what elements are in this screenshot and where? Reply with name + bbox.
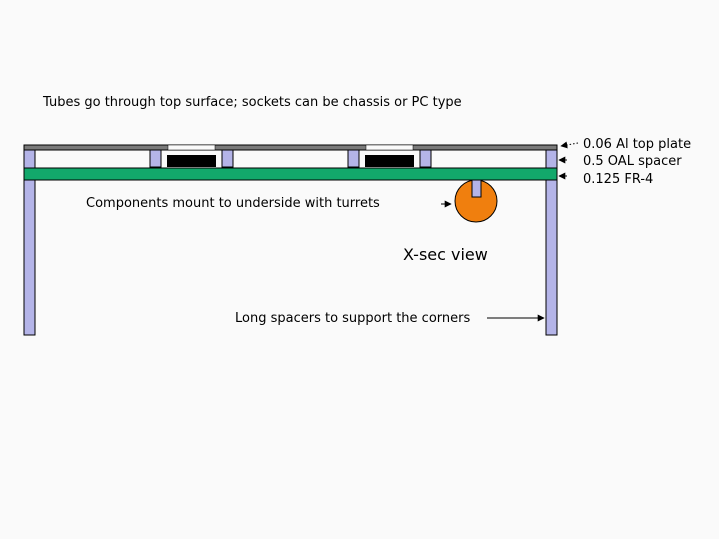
- socket-left: [167, 155, 216, 167]
- label-top-plate: 0.06 Al top plate: [583, 137, 691, 152]
- spacer-short-2: [221, 149, 234, 168]
- spacer-short-3: [347, 149, 360, 168]
- arrow-top-plate: [560, 141, 579, 149]
- tube-opening-right: [365, 144, 414, 151]
- long-spacers-note: Long spacers to support the corners: [235, 311, 470, 326]
- components-note: Components mount to underside with turre…: [86, 196, 380, 211]
- label-board: 0.125 FR-4: [583, 172, 653, 187]
- view-label: X-sec view: [403, 245, 488, 264]
- turret-post: [471, 179, 482, 198]
- label-spacer: 0.5 OAL spacer: [583, 154, 682, 169]
- spacer-long-left: [23, 149, 36, 336]
- spacer-short-1: [149, 149, 162, 168]
- title-note: Tubes go through top surface; sockets ca…: [42, 95, 462, 110]
- fr4-board: [23, 167, 558, 181]
- socket-right: [365, 155, 414, 167]
- spacer-short-4: [419, 149, 432, 168]
- spacer-long-right: [545, 149, 558, 336]
- top-plate: [23, 144, 558, 151]
- tube-opening-left: [167, 144, 216, 151]
